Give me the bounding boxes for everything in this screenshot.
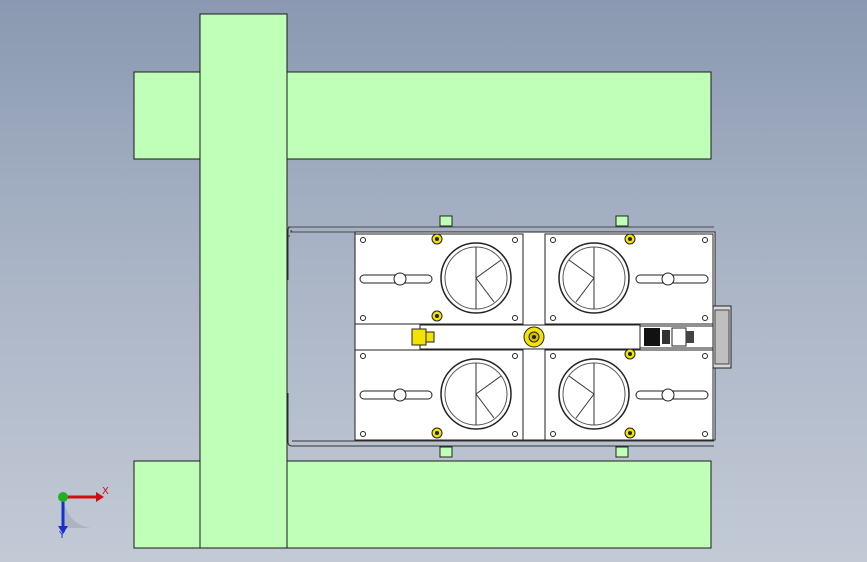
x-axis-label: X [102,486,109,497]
screw-hole [702,353,708,359]
slot-pin [661,272,675,286]
nut [624,233,636,245]
screw-hole [512,353,518,359]
disc-blades [568,363,595,425]
screw-hole [512,431,518,437]
disc-blades [475,363,502,425]
left-fitting [411,328,435,346]
screw-hole [512,315,518,321]
clamp-plate-2 [544,233,714,325]
screw-hole [360,353,366,359]
screw-hole [360,315,366,321]
nut-core [628,431,632,435]
disc-blades [475,247,502,309]
mount-boss [615,215,629,227]
screw-hole [550,315,556,321]
screw-hole [360,431,366,437]
nut [431,427,443,439]
nut [624,427,636,439]
slot-pin [393,388,407,402]
axis-triad [58,492,104,534]
screw-hole [550,431,556,437]
nut-core [628,237,632,241]
slot-pin [661,388,675,402]
clamp-plate-3 [354,349,524,441]
nut-core [435,237,439,241]
fitting-neck [425,331,435,343]
slot-pin [393,272,407,286]
clamp-plates [354,233,714,441]
right-connector [639,305,732,369]
nut-core [628,352,632,356]
center-bolt-core [532,335,536,339]
center-bolt [523,326,545,348]
screw-hole [702,431,708,437]
x-axis-arrowhead [96,492,104,502]
nut [624,348,636,360]
mount-boss [439,446,453,458]
clamp-plate-4 [544,349,714,441]
vertical-column [199,13,288,549]
z-axis-origin [58,492,68,502]
nut [431,233,443,245]
screw-hole [702,237,708,243]
triad-shadow [64,498,94,528]
y-axis-label: Y [59,530,66,541]
clamp-plate-1 [354,233,524,325]
nut-core [435,431,439,435]
frame [133,13,712,549]
mount-boss [439,215,453,227]
fitting-body [411,328,427,346]
disc-blades [568,247,595,309]
mount-boss [615,446,629,458]
nut [431,310,443,322]
screw-hole [702,315,708,321]
y-axis-arrowhead [58,526,68,534]
screw-hole [550,237,556,243]
nut-core [435,314,439,318]
screw-hole [512,237,518,243]
screw-hole [550,353,556,359]
screw-hole [360,237,366,243]
